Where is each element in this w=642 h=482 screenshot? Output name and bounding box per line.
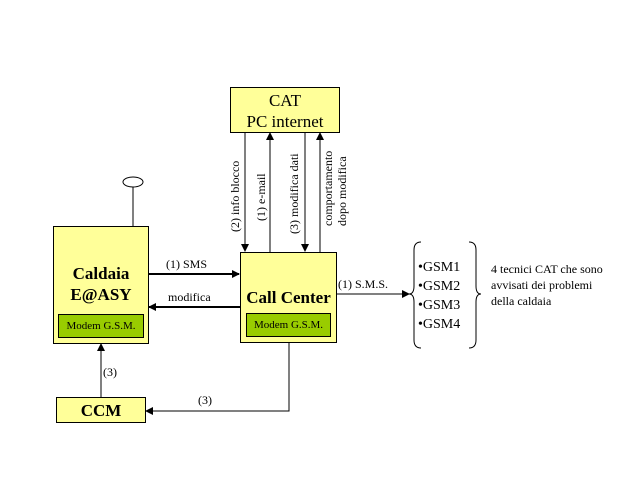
- gsm-item: •GSM4: [418, 317, 461, 332]
- cat-subtitle: PC internet: [246, 112, 324, 131]
- gsm-item: •GSM1: [418, 260, 461, 275]
- note-line: avvisati dei problemi: [491, 278, 593, 292]
- note-line: 4 tecnici CAT che sono: [491, 262, 603, 276]
- ccm-title: CCM: [80, 401, 122, 420]
- arrow-callcenter-to-ccm: [145, 342, 290, 415]
- gsm-list: •GSM1 •GSM2 •GSM3 •GSM4: [418, 258, 460, 334]
- gsm-item: •GSM3: [418, 298, 461, 313]
- call-center-title: Call Center: [246, 288, 331, 307]
- label-sms-to-gsm: (1) S.M.S.: [338, 277, 389, 291]
- antenna-icon: [122, 176, 144, 188]
- cat-pc-internet-node: CAT PC internet: [230, 87, 340, 133]
- call-center-modem-gsm: Modem G.S.M.: [246, 313, 331, 337]
- ccm-node: CCM: [56, 397, 146, 423]
- label-modifica-to-caldaia: modifica: [168, 290, 211, 304]
- label-info-blocco: (2) info blocco: [228, 160, 242, 232]
- gsm-item: •GSM2: [418, 279, 461, 294]
- label-comportamento-line1: comportamento: [321, 150, 335, 226]
- label-email: (1) e-mail: [254, 173, 268, 221]
- label-callcenter-to-ccm: (3): [198, 393, 212, 407]
- left-brace: [408, 241, 422, 349]
- label-sms-to-callcenter: (1) SMS: [166, 257, 208, 271]
- label-modifica-dati: (3) modifica dati: [287, 153, 301, 234]
- label-ccm-to-caldaia: (3): [103, 365, 117, 379]
- caldaia-modem-gsm: Modem G.S.M.: [58, 314, 144, 338]
- caldaia-model: E@ASY: [70, 285, 132, 304]
- technicians-note: 4 tecnici CAT che sono avvisati dei prob…: [491, 261, 603, 309]
- label-comportamento-line2: dopo modifica: [335, 156, 349, 226]
- cat-title: CAT: [268, 91, 302, 110]
- note-line: della caldaia: [491, 294, 552, 308]
- right-brace: [468, 241, 482, 349]
- caldaia-title: Caldaia: [72, 264, 130, 283]
